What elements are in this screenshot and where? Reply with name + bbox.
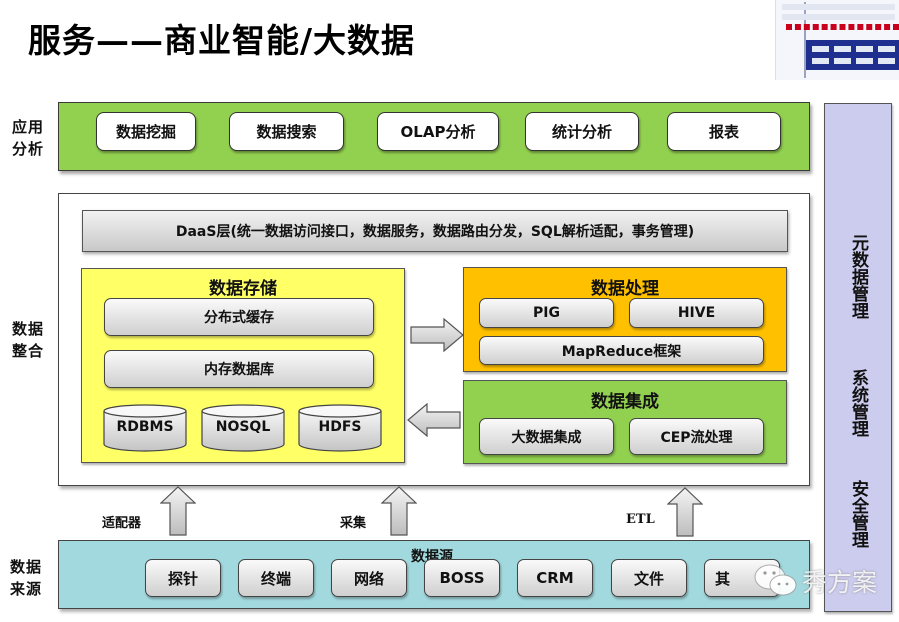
cylinder-icon — [201, 404, 285, 452]
management-column: 元数据管理 系统管理 安全管理 — [824, 103, 892, 612]
data-integration-title: 数据集成 — [591, 392, 659, 412]
data-storage-title: 数据存储 — [209, 279, 277, 299]
cylinder-label: NOSQL — [215, 419, 271, 435]
source-file[interactable]: 文件 — [611, 559, 687, 597]
hive[interactable]: HIVE — [629, 298, 764, 328]
source-probe[interactable]: 探针 — [145, 559, 221, 597]
source-boss[interactable]: BOSS — [424, 559, 500, 597]
security-management[interactable]: 安全管理 — [848, 480, 868, 548]
application-layer: 数据挖掘 数据搜索 OLAP分析 统计分析 报表 — [58, 102, 810, 171]
database-rdbms[interactable]: RDBMS — [103, 404, 187, 452]
etl-label: ETL — [626, 512, 655, 527]
label-line: 应用 — [11, 118, 44, 136]
cylinder-label: HDFS — [318, 419, 362, 435]
source-network[interactable]: 网络 — [331, 559, 407, 597]
watermark-text: 秀方案 — [802, 568, 878, 597]
page-title: 服务——商业智能/大数据 — [28, 21, 416, 60]
app-item-statistics[interactable]: 统计分析 — [525, 112, 639, 151]
watermark: 秀方案 — [752, 561, 877, 601]
data-storage-box: 数据存储 分布式缓存 内存数据库 RDBMS NOSQL HDFS — [81, 268, 405, 463]
label-line: 分析 — [11, 140, 44, 158]
wechat-icon — [754, 564, 797, 596]
database-hdfs[interactable]: HDFS — [298, 404, 382, 452]
label-line: 来源 — [9, 580, 42, 598]
data-integration-box: 数据集成 大数据集成 CEP流处理 — [463, 380, 787, 464]
daas-layer[interactable]: DaaS层(统一数据访问接口，数据服务，数据路由分发，SQL解析适配，事务管理) — [82, 210, 788, 252]
data-processing-box: 数据处理 PIG HIVE MapReduce框架 — [463, 267, 787, 372]
distributed-cache[interactable]: 分布式缓存 — [104, 298, 374, 336]
arrow-right-icon — [410, 318, 464, 352]
system-management[interactable]: 系统管理 — [848, 369, 868, 437]
pig[interactable]: PIG — [479, 298, 614, 328]
adapter-label: 适配器 — [102, 516, 142, 531]
source-crm[interactable]: CRM — [517, 559, 593, 597]
in-memory-database[interactable]: 内存数据库 — [104, 350, 374, 388]
arrow-up-icon — [160, 486, 196, 536]
source-terminal[interactable]: 终端 — [238, 559, 314, 597]
thumbnail-image — [775, 0, 899, 80]
app-item-data-search[interactable]: 数据搜索 — [229, 112, 344, 151]
mapreduce-framework[interactable]: MapReduce框架 — [479, 336, 764, 365]
source-layer-label: 数据 来源 — [6, 556, 46, 600]
arrow-left-icon — [407, 403, 461, 437]
cylinder-label: RDBMS — [116, 419, 174, 435]
collection-label: 采集 — [340, 516, 367, 531]
data-processing-title: 数据处理 — [591, 279, 659, 299]
application-layer-label: 应用 分析 — [8, 116, 48, 160]
big-data-integration[interactable]: 大数据集成 — [479, 418, 614, 455]
arrow-up-icon — [381, 486, 417, 536]
label-line: 数据 — [9, 558, 42, 576]
cep-stream-processing[interactable]: CEP流处理 — [629, 418, 764, 455]
cylinder-icon — [298, 404, 382, 452]
label-line: 整合 — [11, 342, 44, 360]
arrow-up-icon — [667, 487, 703, 537]
label-line: 数据 — [11, 320, 44, 338]
app-item-olap[interactable]: OLAP分析 — [377, 112, 499, 151]
database-nosql[interactable]: NOSQL — [201, 404, 285, 452]
app-item-report[interactable]: 报表 — [667, 112, 781, 151]
cylinder-icon — [103, 404, 187, 452]
app-item-data-mining[interactable]: 数据挖掘 — [96, 112, 196, 151]
data-source-layer: 数据源 探针 终端 网络 BOSS CRM 文件 其 — [58, 540, 810, 609]
metadata-management[interactable]: 元数据管理 — [848, 234, 868, 319]
integration-layer-label: 数据 整合 — [8, 318, 48, 362]
